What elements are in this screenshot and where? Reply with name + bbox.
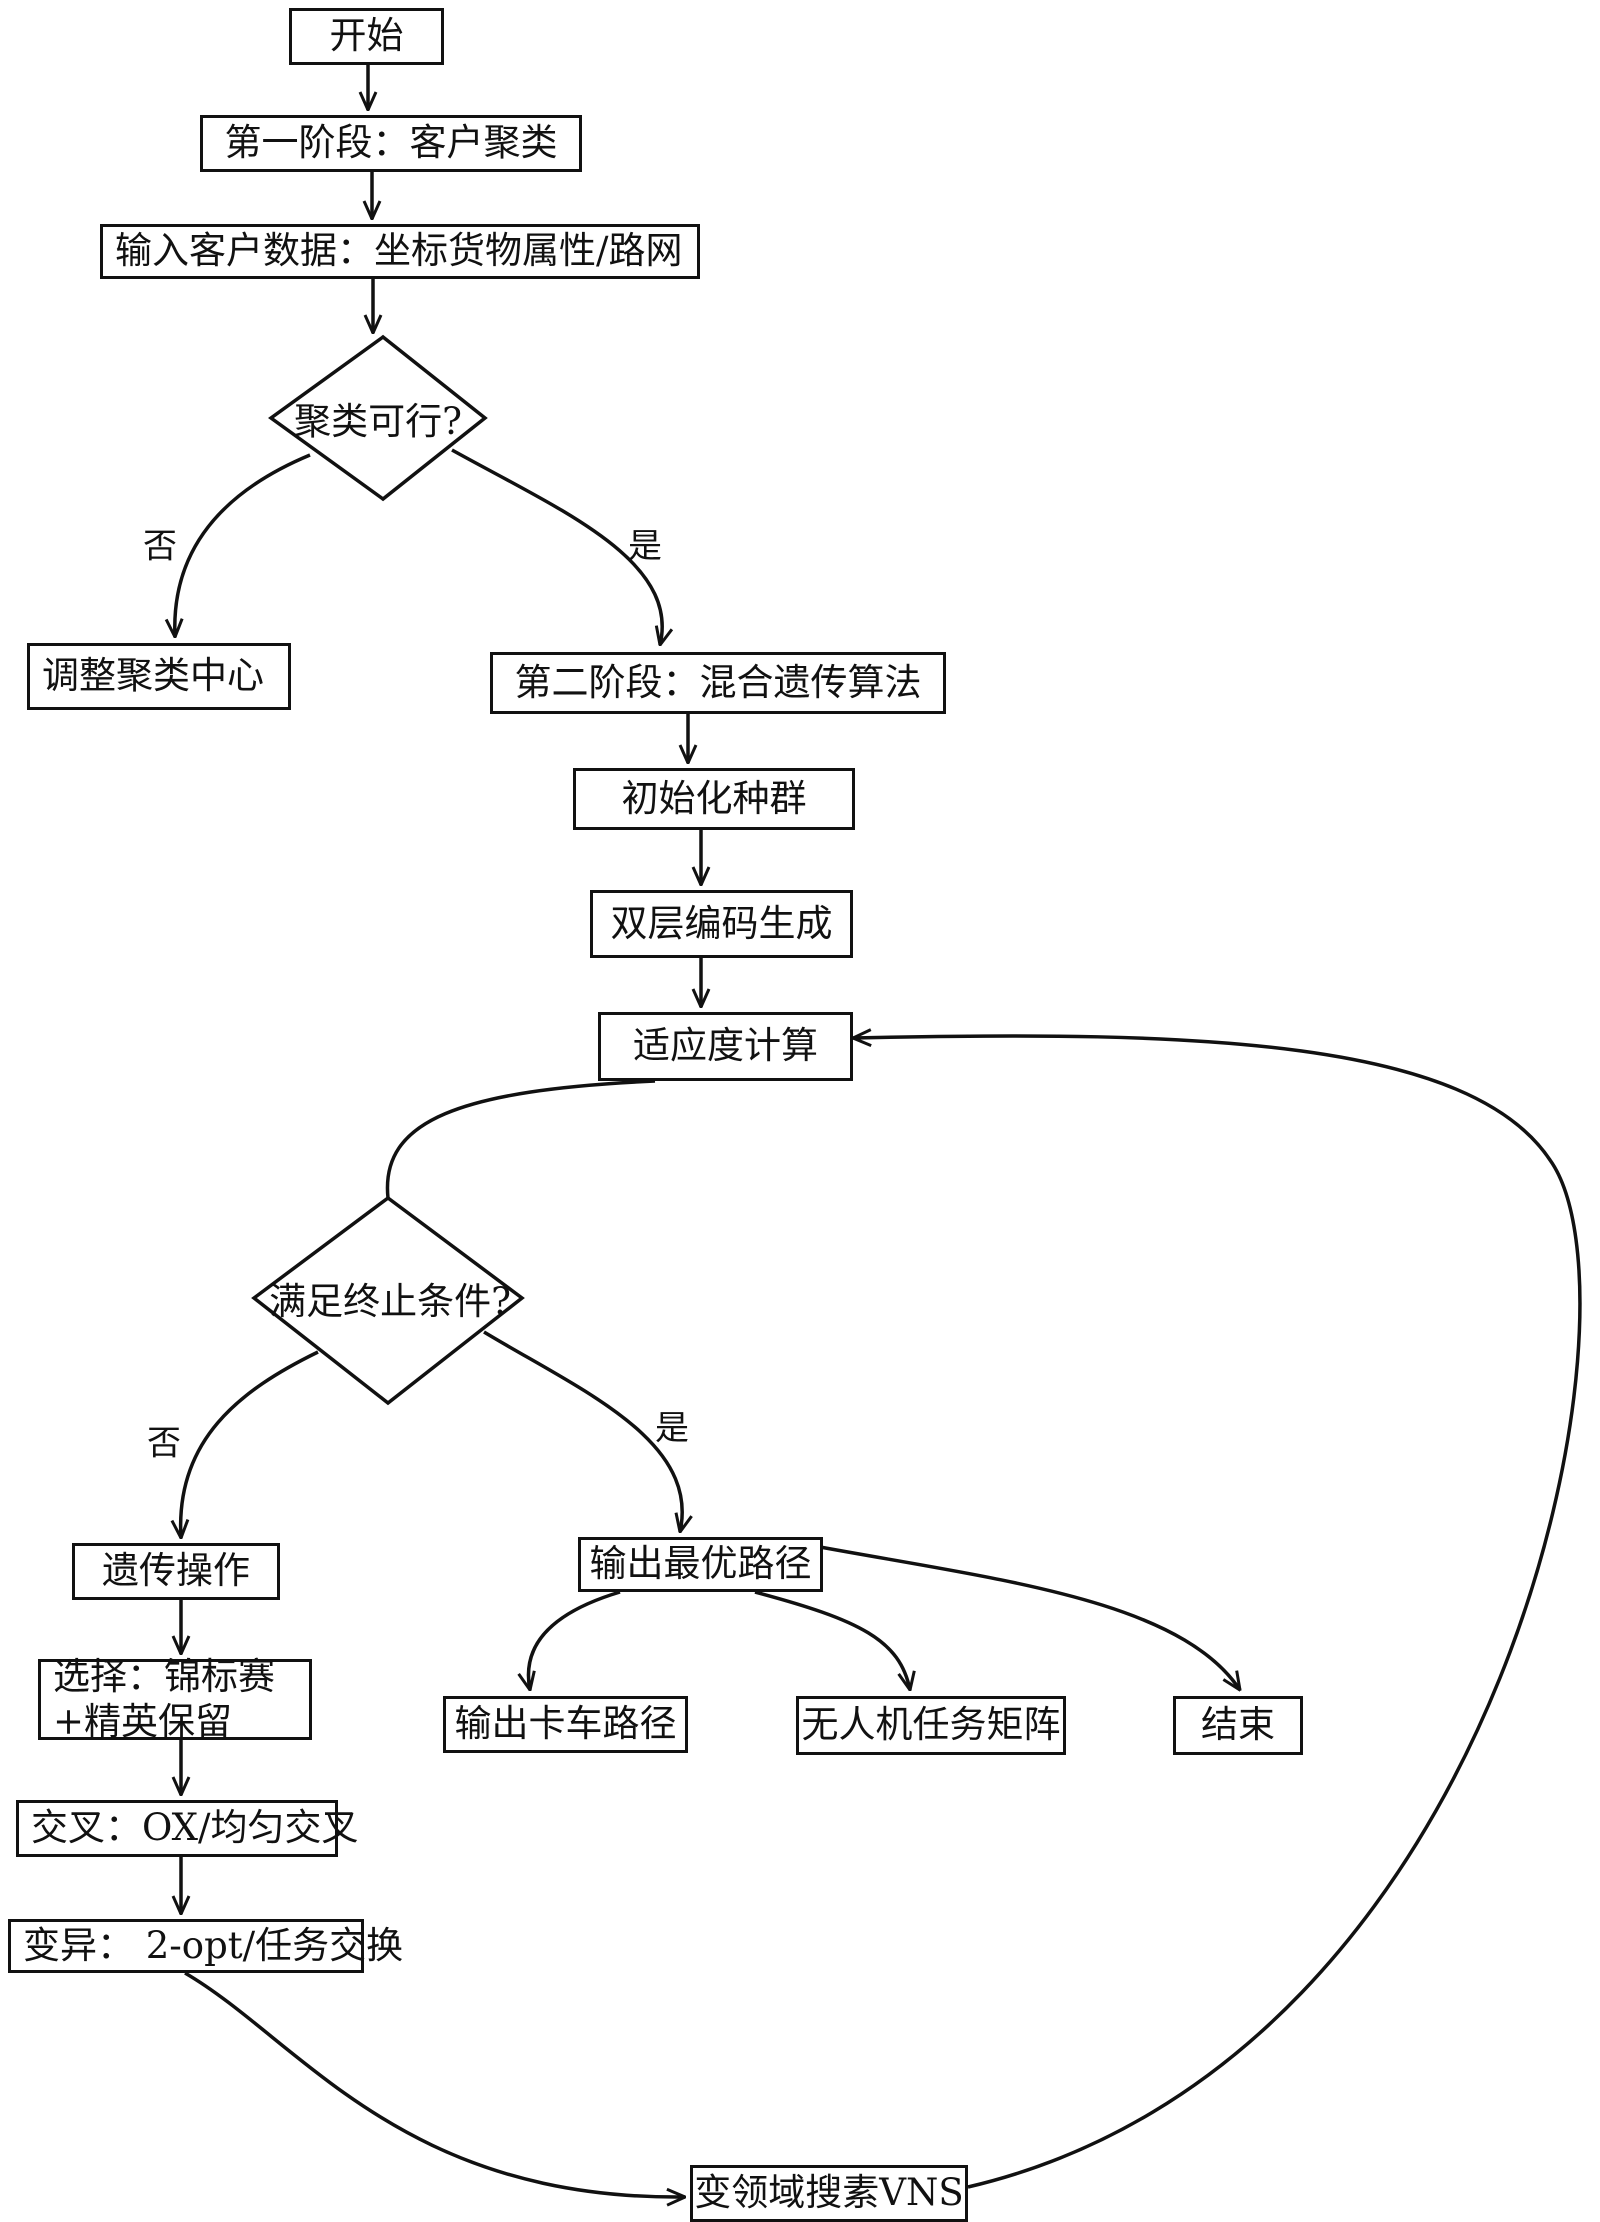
- edge-decision2-output: [483, 1330, 682, 1532]
- adjust-label: 调整聚类中心: [42, 654, 264, 698]
- stop-ok-label: 满足终止条件?: [269, 1280, 511, 1323]
- end-label: 结束: [1201, 1703, 1275, 1747]
- truck-path-label: 输出卡车路径: [454, 1702, 677, 1746]
- vns-box: 变领域搜素VNS: [690, 2165, 968, 2222]
- adjust-box: 调整聚类中心: [27, 643, 291, 710]
- stage2-box: 第二阶段：混合遗传算法: [490, 652, 946, 714]
- edge-vns-fitness: [853, 1036, 1582, 2189]
- output-best-label: 输出最优路径: [589, 1542, 812, 1586]
- edge-decision1-adjust: [175, 453, 311, 637]
- mutate-label: 变异： 2-opt/任务交换: [23, 1923, 404, 1967]
- select-label: 选择：锦标赛+精英保留: [53, 1655, 275, 1743]
- fitness-box: 适应度计算: [598, 1012, 853, 1081]
- fitness-label: 适应度计算: [633, 1024, 818, 1068]
- init-pop-box: 初始化种群: [573, 768, 855, 830]
- start-label: 开始: [329, 14, 404, 58]
- uav-matrix-box: 无人机任务矩阵: [796, 1696, 1066, 1755]
- edge-mutate-vns: [184, 1971, 685, 2197]
- end-box: 结束: [1173, 1696, 1303, 1755]
- stage1-box: 第一阶段：客户聚类: [200, 115, 582, 172]
- genetic-box: 遗传操作: [72, 1543, 280, 1600]
- decision-stop-ok-diamond: [251, 1195, 525, 1406]
- edge-output-end: [819, 1545, 1240, 1690]
- cluster-ok-label: 聚类可行?: [294, 400, 462, 443]
- stage1-label: 第一阶段：客户聚类: [224, 121, 558, 165]
- edge-output-truck: [528, 1590, 621, 1690]
- stop-no-label: 否: [147, 1423, 181, 1464]
- edge-fitness-decision2: [385, 1079, 656, 1199]
- mutate-box: 变异： 2-opt/任务交换: [8, 1919, 403, 1973]
- genetic-label: 遗传操作: [102, 1549, 250, 1593]
- select-box: 选择：锦标赛+精英保留: [38, 1655, 312, 1743]
- cluster-no-label: 否: [143, 526, 177, 567]
- stage2-label: 第二阶段：混合遗传算法: [514, 660, 922, 704]
- encode-label: 双层编码生成: [610, 901, 833, 945]
- stop-yes-label: 是: [655, 1408, 689, 1449]
- input-label: 输入客户数据：坐标货物属性/路网: [115, 229, 683, 273]
- crossover-label: 交叉：OX/均匀交叉: [31, 1806, 359, 1850]
- decision-cluster-ok-diamond: [268, 334, 488, 502]
- encode-box: 双层编码生成: [590, 890, 853, 958]
- edge-decision1-stage2: [451, 448, 662, 645]
- truck-path-box: 输出卡车路径: [443, 1696, 688, 1753]
- edge-output-uav: [754, 1590, 910, 1690]
- start-box: 开始: [289, 8, 444, 65]
- cluster-yes-label: 是: [628, 526, 662, 567]
- edge-decision2-genetic: [181, 1350, 319, 1538]
- uav-matrix-label: 无人机任务矩阵: [801, 1703, 1061, 1747]
- input-box: 输入客户数据：坐标货物属性/路网: [100, 224, 700, 279]
- init-pop-label: 初始化种群: [621, 776, 807, 820]
- output-best-box: 输出最优路径: [578, 1537, 823, 1592]
- vns-label: 变领域搜素VNS: [694, 2171, 964, 2215]
- crossover-box: 交叉：OX/均匀交叉: [16, 1800, 359, 1857]
